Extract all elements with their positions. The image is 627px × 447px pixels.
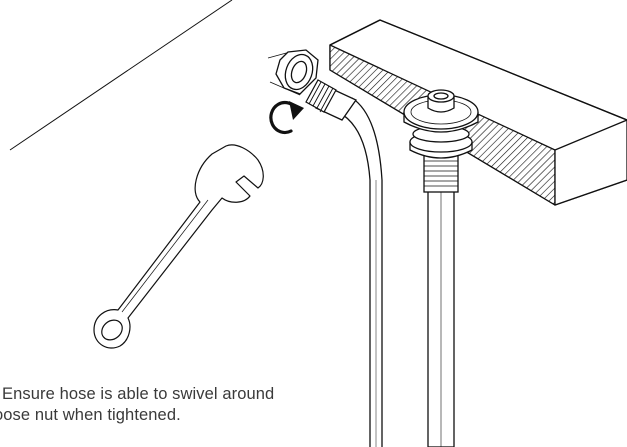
hose-thread — [305, 79, 337, 113]
wall-line — [9, 0, 233, 151]
instruction-line-1: Ensure hose is able to swivel around — [2, 385, 275, 403]
instruction-line-2: oose nut when tightened. — [0, 406, 181, 424]
instruction-caption: Ensure hose is able to swivel around oos… — [0, 384, 360, 426]
tap-fitting — [403, 89, 479, 447]
hex-nut — [267, 49, 319, 96]
clockwise-arrow-icon — [269, 100, 304, 135]
wrench-icon — [93, 144, 264, 349]
